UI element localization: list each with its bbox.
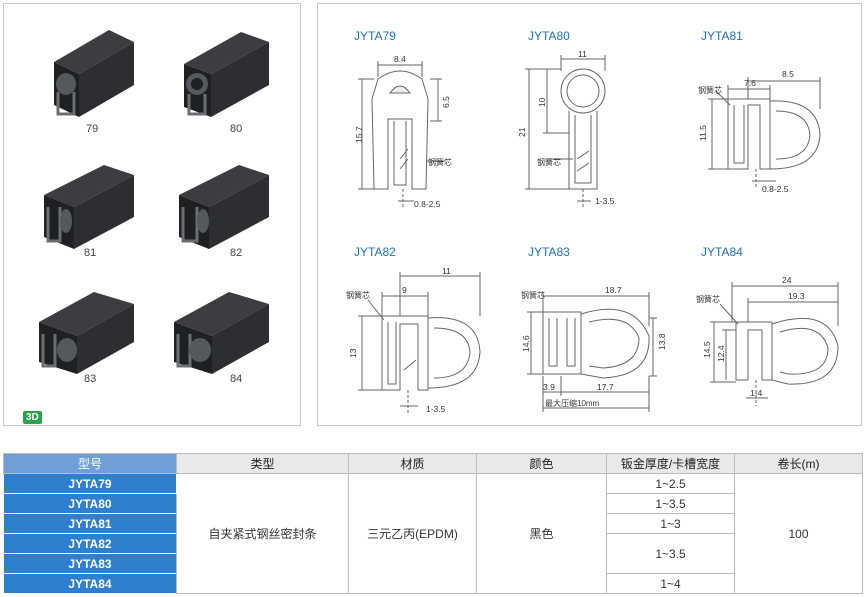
thickness-cell: 1~3: [606, 513, 735, 534]
model-cell: JYTA80: [3, 493, 177, 514]
drawing-title: JYTA81: [701, 29, 743, 43]
model-cell: JYTA79: [3, 473, 177, 494]
dim-width: 11: [442, 266, 451, 276]
model-cell: JYTA83: [3, 553, 177, 574]
dim-height: 13: [348, 348, 358, 358]
note-core: 钢簧芯: [346, 290, 370, 300]
header-roll-length: 卷长(m): [734, 453, 863, 474]
table-row: JYTA79 自夹紧式钢丝密封条 三元乙丙(EPDM) 黑色 1~2.5 100: [3, 473, 863, 594]
thickness-cell: 1~3.5: [606, 493, 735, 514]
dim-inner: 7.6: [744, 78, 756, 88]
roll-length-cell: 100: [734, 473, 863, 594]
dim-inner: 9: [402, 285, 407, 295]
drawing-title: JYTA83: [528, 245, 570, 259]
dim-height-left: 14.6: [521, 335, 531, 352]
note-core: 钢簧芯: [428, 157, 452, 167]
thickness-cell: 1~2.5: [606, 473, 735, 494]
dim-width: 18.7: [605, 285, 622, 295]
model-label: 83: [84, 373, 97, 385]
profile-drawing-jyta80: 11 21 10 钢簧芯 1-3.5: [513, 49, 673, 224]
seal-3d-model: [164, 282, 284, 378]
profile-drawing-jyta83: 18.7 14.6 13.8 3.9 17.7 最大压缩10mm 钢簧芯: [513, 266, 683, 426]
drawing-title: JYTA84: [701, 245, 743, 259]
dim-inner: 19.3: [788, 291, 805, 301]
model-label: 82: [230, 247, 243, 259]
material-cell: 三元乙丙(EPDM): [348, 473, 477, 594]
drawing-title: JYTA79: [354, 29, 396, 43]
thickness-cell: 1~4: [606, 573, 735, 594]
dim-width: 8.4: [394, 54, 406, 64]
note-core: 钢簧芯: [698, 85, 722, 95]
note-core: 钢簧芯: [521, 290, 545, 300]
model-label: 80: [230, 123, 243, 135]
model-cell: JYTA82: [3, 533, 177, 554]
model-cell: JYTA84: [3, 573, 177, 594]
drawing-title: JYTA82: [354, 245, 396, 259]
type-cell: 自夹紧式钢丝密封条: [176, 473, 349, 594]
header-thickness: 钣金厚度/卡槽宽度: [606, 453, 735, 474]
profile-drawing-jyta81: 8.5 7.6 11.5 钢簧芯 0.8-2.5: [688, 49, 858, 224]
model-cell: JYTA81: [3, 513, 177, 534]
dim-width: 8.5: [782, 69, 794, 79]
dim-height-inner: 12.4: [716, 345, 726, 362]
dim-range: 0.8-2.5: [414, 199, 441, 209]
header-type: 类型: [176, 453, 349, 474]
color-cell: 黑色: [476, 473, 607, 594]
note-core: 钢簧芯: [537, 157, 561, 167]
dim-range: 1-3.5: [595, 196, 615, 206]
model-label: 81: [84, 247, 97, 259]
model-label: 84: [230, 373, 243, 385]
dim-height: 15.7: [354, 126, 364, 143]
dim-top: 6.5: [441, 96, 451, 108]
dim-height: 11.5: [698, 125, 708, 141]
seal-3d-model: [29, 282, 149, 378]
profile-drawing-jyta84: 24 19.3 14.5 12.4 钢簧芯 1-4: [688, 266, 858, 426]
dim-width: 24: [782, 275, 792, 285]
header-material: 材质: [348, 453, 477, 474]
dim-top: 10: [537, 97, 547, 107]
dim-bottom-right: 17.7: [597, 382, 614, 392]
dim-height-right: 13.8: [657, 333, 667, 350]
dim-bottom-left: 3.9: [543, 382, 555, 392]
profile-drawing-jyta79: 8.4 15.7 6.5 钢簧芯 0.8-2.5: [338, 49, 498, 224]
technical-drawing-panel: JYTA79 JYTA80 JYTA81 JYTA82 JYTA83 JYTA8…: [317, 3, 862, 426]
3d-badge: 3D: [23, 411, 42, 424]
thickness-cell: 1~3.5: [606, 533, 735, 574]
dim-range: 1-4: [750, 388, 763, 398]
seal-3d-model: [169, 157, 289, 253]
seal-3d-model: [34, 157, 154, 253]
drawing-title: JYTA80: [528, 29, 570, 43]
3d-model-panel: 79 80 81 82: [3, 3, 301, 426]
table-header-row: 型号 类型 材质 颜色 钣金厚度/卡槽宽度 卷长(m): [3, 453, 863, 474]
dim-height-outer: 14.5: [702, 341, 712, 358]
seal-3d-model: [169, 22, 289, 118]
header-color: 颜色: [476, 453, 607, 474]
note-core: 钢簧芯: [696, 294, 720, 304]
note-compression: 最大压缩10mm: [545, 398, 600, 408]
seal-3d-model: [34, 22, 154, 118]
dim-range: 1-3.5: [426, 404, 446, 414]
table-row: JYTA80 1~3.5: [3, 493, 863, 514]
header-model: 型号: [3, 453, 177, 474]
dim-range: 0.8-2.5: [762, 184, 789, 194]
model-label: 79: [86, 123, 99, 135]
table-row: JYTA84 1~4: [3, 573, 863, 594]
spec-table: 型号 类型 材质 颜色 钣金厚度/卡槽宽度 卷长(m) JYTA79 自夹紧式钢…: [3, 453, 863, 594]
dim-width: 11: [578, 49, 587, 59]
profile-drawing-jyta82: 11 9 13 钢簧芯 1-3.5: [338, 266, 503, 426]
dim-height: 21: [517, 127, 527, 137]
